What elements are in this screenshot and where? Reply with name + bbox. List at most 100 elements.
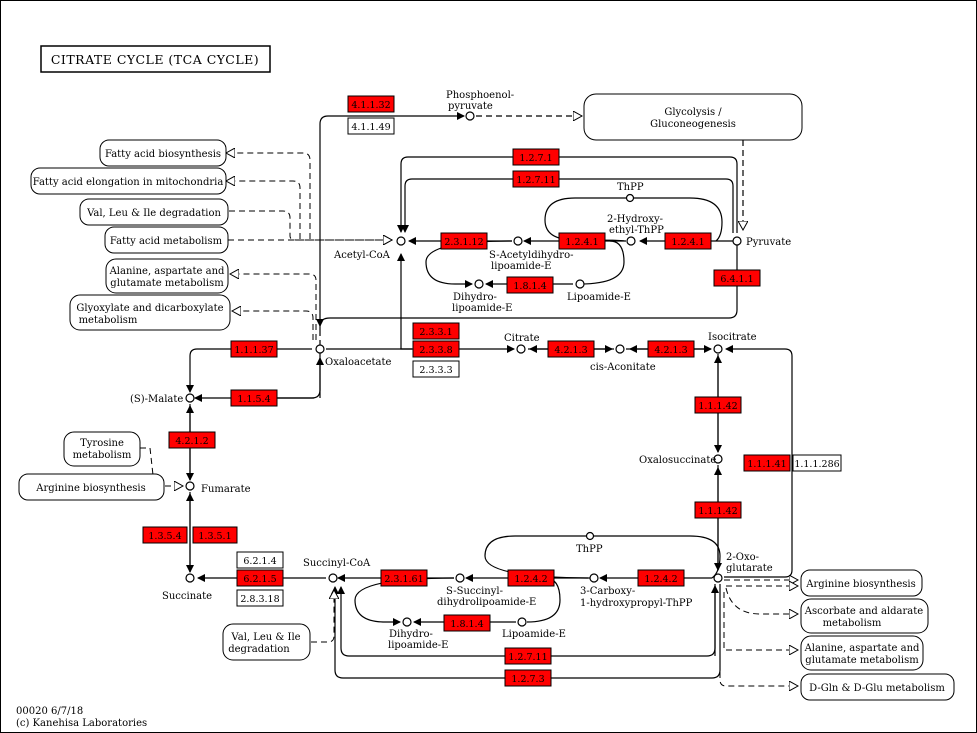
isocitrate-node[interactable] — [713, 344, 723, 354]
enzyme-4-2-1-2[interactable]: 4.2.1.2 — [168, 431, 216, 449]
enzyme-2-3-1-61[interactable]: 2.3.1.61 — [380, 569, 428, 587]
fumarate-node[interactable] — [185, 481, 195, 491]
carboxy-label-2: 1-hydroxypropyl-ThPP — [580, 598, 693, 609]
thpp-top-node-link — [625, 193, 635, 203]
malate-label: (S)-Malate — [130, 394, 183, 405]
ssuccinyl-node[interactable] — [455, 573, 465, 583]
enzyme-4-2-1-3-a[interactable]: 4.2.1.3 — [547, 340, 595, 358]
enzyme-4-1-1-32[interactable]: 4.1.1.32 — [347, 95, 395, 113]
enzyme-2-3-3-3[interactable]: 2.3.3.3 — [412, 360, 460, 378]
enzyme-1-1-1-42-b[interactable]: 1.1.1.42 — [694, 501, 742, 519]
cis-aconitate-node[interactable] — [615, 344, 625, 354]
pathway-label-1: Alanine, aspartate and — [109, 266, 225, 277]
cis-aconitate-label: cis-Aconitate — [590, 362, 656, 373]
enzyme-1-1-1-41[interactable]: 1.1.1.41 — [743, 454, 791, 472]
pathway-arginine-right[interactable]: Arginine biosynthesis — [800, 569, 923, 597]
pyruvate-acetylcoa-loop1 — [397, 156, 738, 233]
enzyme-1-1-1-37[interactable]: 1.1.1.37 — [230, 340, 278, 358]
dihydrolipo-top-label-2: lipoamide-E — [452, 303, 512, 314]
enzyme-label: 6.4.1.1 — [720, 274, 753, 285]
oxalosuccinate-label: Oxalosuccinate — [639, 455, 716, 466]
enzyme-6-4-1-1[interactable]: 6.4.1.1 — [713, 269, 761, 287]
enzyme-1-8-1-4-top[interactable]: 1.8.1.4 — [506, 276, 554, 294]
succinylcoa-node[interactable] — [328, 573, 338, 583]
enzyme-label: 1.8.1.4 — [450, 619, 483, 630]
enzyme-1-2-4-1-a[interactable]: 1.2.4.1 — [558, 232, 606, 250]
hydroxyethyl-node[interactable] — [626, 236, 636, 246]
thpp-top-label: ThPP — [617, 182, 644, 193]
enzyme-label: 1.1.5.4 — [237, 394, 270, 405]
citrate-node[interactable] — [516, 344, 526, 354]
pathway-glycolysis[interactable]: Glycolysis /Gluconeogenesis — [583, 93, 803, 141]
enzyme-label: 1.3.5.4 — [148, 531, 181, 542]
pathway-vli-degradation[interactable]: Val, Leu & Ile degradation — [79, 198, 229, 226]
enzyme-2-3-3-1[interactable]: 2.3.3.1 — [412, 322, 460, 340]
enzyme-1-2-7-11-top[interactable]: 1.2.7.11 — [512, 170, 560, 188]
enzyme-1-2-4-2-a[interactable]: 1.2.4.2 — [507, 569, 555, 587]
pathway-label-1: Val, Leu & Ile — [230, 632, 300, 643]
enzyme-1-1-1-286[interactable]: 1.1.1.286 — [792, 454, 842, 472]
oxoglutarate-node[interactable] — [713, 573, 723, 583]
enzyme-4-2-1-3-b[interactable]: 4.2.1.3 — [647, 340, 695, 358]
enzyme-label: 4.2.1.2 — [175, 436, 208, 447]
enzyme-label: 1.1.1.37 — [234, 345, 273, 356]
enzyme-1-3-5-1[interactable]: 1.3.5.1 — [192, 526, 238, 544]
enzyme-1-1-5-4[interactable]: 1.1.5.4 — [230, 389, 278, 407]
enzyme-label: 2.3.3.3 — [419, 365, 452, 376]
oxalosuccinate-node[interactable] — [713, 454, 723, 464]
lipoamide-top-node[interactable] — [575, 279, 585, 289]
enzyme-1-1-1-42-a[interactable]: 1.1.1.42 — [694, 396, 742, 414]
map-title[interactable]: CITRATE CYCLE (TCA CYCLE) — [40, 45, 271, 73]
dihydrolipo-top-node[interactable] — [474, 279, 484, 289]
ascorbate-link — [725, 587, 798, 614]
enzyme-1-2-7-1[interactable]: 1.2.7.1 — [512, 148, 560, 166]
enzyme-1-2-7-11-bottom[interactable]: 1.2.7.11 — [504, 647, 552, 665]
enzyme-label: 1.2.7.11 — [508, 652, 547, 663]
pathway-arginine-left[interactable]: Arginine biosynthesis — [18, 473, 165, 501]
enzyme-1-3-5-4[interactable]: 1.3.5.4 — [142, 526, 188, 544]
pyruvate-node[interactable] — [732, 236, 742, 246]
hydroxyethyl-label-2: ethyl-ThPP — [609, 225, 664, 236]
enzyme-6-2-1-5[interactable]: 6.2.1.5 — [236, 569, 284, 587]
enzyme-1-2-7-3[interactable]: 1.2.7.3 — [504, 669, 552, 687]
oxaloacetate-node[interactable] — [315, 344, 325, 354]
pathway-label-2: metabolism — [73, 450, 132, 461]
pathway-dgln[interactable]: D-Gln & D-Glu metabolism — [800, 673, 955, 701]
glyoxylate-link — [232, 311, 314, 340]
pathway-boxes: Glycolysis /Gluconeogenesis Fatty acid b… — [18, 93, 955, 701]
pathway-fa-elongation[interactable]: Fatty acid elongation in mitochondria — [30, 167, 227, 195]
malate-node[interactable] — [185, 393, 195, 403]
sacetyl-node[interactable] — [513, 236, 523, 246]
enzyme-label: 6.2.1.5 — [243, 574, 276, 585]
enzyme-2-3-1-12[interactable]: 2.3.1.12 — [440, 232, 488, 250]
lipoamide-bottom-node[interactable] — [517, 617, 527, 627]
pathway-fa-biosynthesis[interactable]: Fatty acid biosynthesis — [99, 139, 227, 167]
enzyme-6-2-1-4[interactable]: 6.2.1.4 — [236, 551, 284, 569]
acetylcoa-node[interactable] — [396, 236, 406, 246]
succinate-node[interactable] — [185, 573, 195, 583]
pathway-fa-metabolism[interactable]: Fatty acid metabolism — [104, 226, 229, 254]
pathway-label: Arginine biosynthesis — [35, 483, 145, 494]
ssuccinyl-label-2: dihydrolipoamide-E — [437, 597, 536, 608]
enzyme-label: 1.2.7.11 — [516, 175, 555, 186]
carboxy-node[interactable] — [589, 573, 599, 583]
enzyme-1-2-4-1-b[interactable]: 1.2.4.1 — [664, 232, 712, 250]
dihydrolipo-bottom-node[interactable] — [402, 617, 412, 627]
pathway-label: Val, Leu & Ile degradation — [86, 208, 221, 219]
enzyme-1-2-4-2-b[interactable]: 1.2.4.2 — [637, 569, 685, 587]
enzyme-2-3-3-8[interactable]: 2.3.3.8 — [412, 340, 460, 358]
pathway-label-2: metabolism — [79, 315, 138, 326]
enzyme-label: 1.2.7.1 — [519, 153, 552, 164]
pep-node[interactable] — [465, 111, 475, 121]
compound-labels: Phosphoenol- pyruvate Acetyl-CoA ThPP 2-… — [130, 90, 791, 651]
enzyme-2-8-3-18[interactable]: 2.8.3.18 — [236, 589, 284, 607]
enzyme-1-8-1-4-bottom[interactable]: 1.8.1.4 — [443, 614, 491, 632]
enzyme-4-1-1-49[interactable]: 4.1.1.49 — [347, 117, 395, 135]
lipoamide-top-label: Lipoamide-E — [567, 292, 631, 303]
